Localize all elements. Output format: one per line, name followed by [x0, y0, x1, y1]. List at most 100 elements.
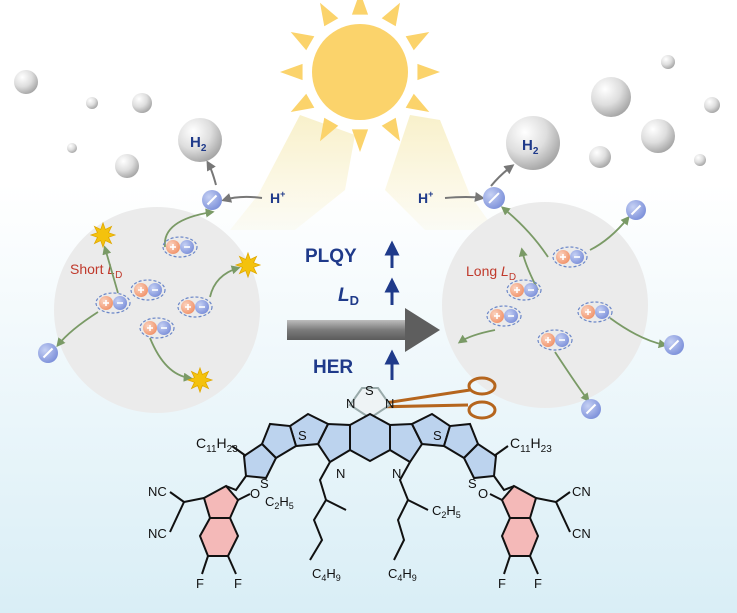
proton-right: H+ [418, 189, 433, 206]
pyrrole-left [316, 422, 351, 464]
transition-arrow [287, 308, 440, 352]
carbonyl-o-left: O [250, 486, 260, 501]
electron-icon [664, 335, 684, 355]
h2-bubble-right: H2 [506, 116, 560, 170]
sun-ray [290, 32, 315, 51]
h2-sub-left: 2 [201, 143, 207, 154]
proton-sup-right: + [428, 189, 433, 199]
cyano-right-bottom: CN [572, 526, 591, 541]
exciton [506, 279, 542, 301]
svg-text:LD: LD [338, 285, 359, 308]
long-ld-label: Long LD [466, 263, 516, 283]
her-indicator: HER [313, 349, 400, 380]
proton-left: H+ [270, 189, 285, 206]
exciton [577, 301, 613, 323]
bubble [67, 143, 77, 153]
thiophene-s-right-2: S [468, 476, 477, 491]
sun-ray [351, 0, 369, 15]
bubble [591, 77, 631, 117]
her-label: HER [313, 357, 353, 378]
proton-symbol-right: H [418, 190, 428, 206]
electron-icon [202, 190, 222, 210]
thiophene-s-left-2: S [260, 476, 269, 491]
thiadiazole-s: S [365, 383, 374, 398]
pyrrole-n-right: N [392, 466, 401, 481]
right-panel-circle [442, 202, 648, 408]
trajectory-arrow [209, 265, 241, 298]
alkyl-chain-left: C11H23 [196, 435, 238, 455]
long-ld-sub: D [509, 272, 516, 283]
sun-ray [381, 2, 400, 27]
butyl-left: C4H9 [312, 566, 341, 583]
plqy-indicator: PLQY [305, 240, 400, 268]
molecule-labels: N S N S S S S N N C11H23 C11H23 C2H5 C2H… [148, 383, 591, 591]
ethyl-right: C2H5 [432, 503, 461, 520]
pyrrole-right [389, 422, 424, 464]
alkyl-chain-right: C11H23 [510, 435, 552, 455]
exciton [486, 305, 522, 327]
light-beam-right [385, 115, 495, 230]
thiophene-right-3 [462, 442, 498, 480]
bubble [132, 93, 152, 113]
trajectory-arrow [500, 206, 549, 258]
long-ld-symbol: L [501, 263, 509, 279]
electron-icon [626, 200, 646, 220]
trajectory-arrow [149, 337, 193, 382]
svg-text:H+: H+ [270, 189, 285, 206]
recombination-flashes [89, 221, 262, 394]
sun-ray [290, 93, 315, 112]
sun-ray [405, 93, 430, 112]
light-beam-left [230, 115, 355, 230]
bubble [641, 119, 675, 153]
exciton [130, 279, 166, 301]
molecule-structure [169, 387, 571, 575]
cyano-left-bottom: NC [148, 526, 167, 541]
fluorine-right-1: F [498, 576, 506, 591]
h2-arrow-left [206, 160, 217, 186]
cyano-left-top: NC [148, 484, 167, 499]
trajectory-arrow [56, 311, 99, 348]
thiadiazole-n-right: N [385, 396, 394, 411]
h2-symbol-right: H [522, 137, 533, 154]
ld-label-sub: D [350, 293, 359, 308]
thiophene-left-3 [242, 442, 278, 480]
svg-text:H+: H+ [418, 189, 433, 206]
recombination-flash [186, 366, 214, 394]
proton-sup-left: + [280, 189, 285, 199]
central-benzene [349, 412, 391, 463]
recombination-flash [234, 251, 262, 279]
trajectory-arrow [554, 351, 590, 403]
ld-indicator: LD [338, 277, 400, 308]
h2-arrow-right [490, 164, 515, 187]
sun-ray [351, 129, 369, 152]
bubble [115, 154, 139, 178]
svg-text:H2: H2 [522, 137, 539, 157]
pyrrole-n-left: N [336, 466, 345, 481]
bubble [704, 97, 720, 113]
ld-label-symbol: L [338, 285, 350, 306]
left-panel-circle [54, 207, 260, 413]
proton-arrow-left [221, 193, 263, 203]
recombination-flash [89, 221, 117, 249]
gas-bubbles [14, 55, 720, 178]
exciton [552, 246, 588, 268]
trajectory-arrow [102, 245, 119, 294]
cyano-right-top: CN [572, 484, 591, 499]
ethyl-left: C2H5 [265, 494, 294, 511]
fluorine-left-1: F [196, 576, 204, 591]
electron-icon [38, 343, 58, 363]
trajectory-arrow [457, 329, 496, 344]
bubble [86, 97, 98, 109]
sun-ray [280, 63, 303, 81]
thiadiazole-n-left: N [346, 396, 355, 411]
svg-text:H2: H2 [190, 134, 207, 154]
indanone-right-six [500, 517, 540, 557]
fluorine-left-2: F [234, 576, 242, 591]
thiophene-s-right-1: S [433, 428, 442, 443]
h2-symbol-left: H [190, 134, 201, 151]
bubble [694, 154, 706, 166]
trajectory-arrow [164, 208, 215, 248]
sun-ray [381, 117, 400, 142]
